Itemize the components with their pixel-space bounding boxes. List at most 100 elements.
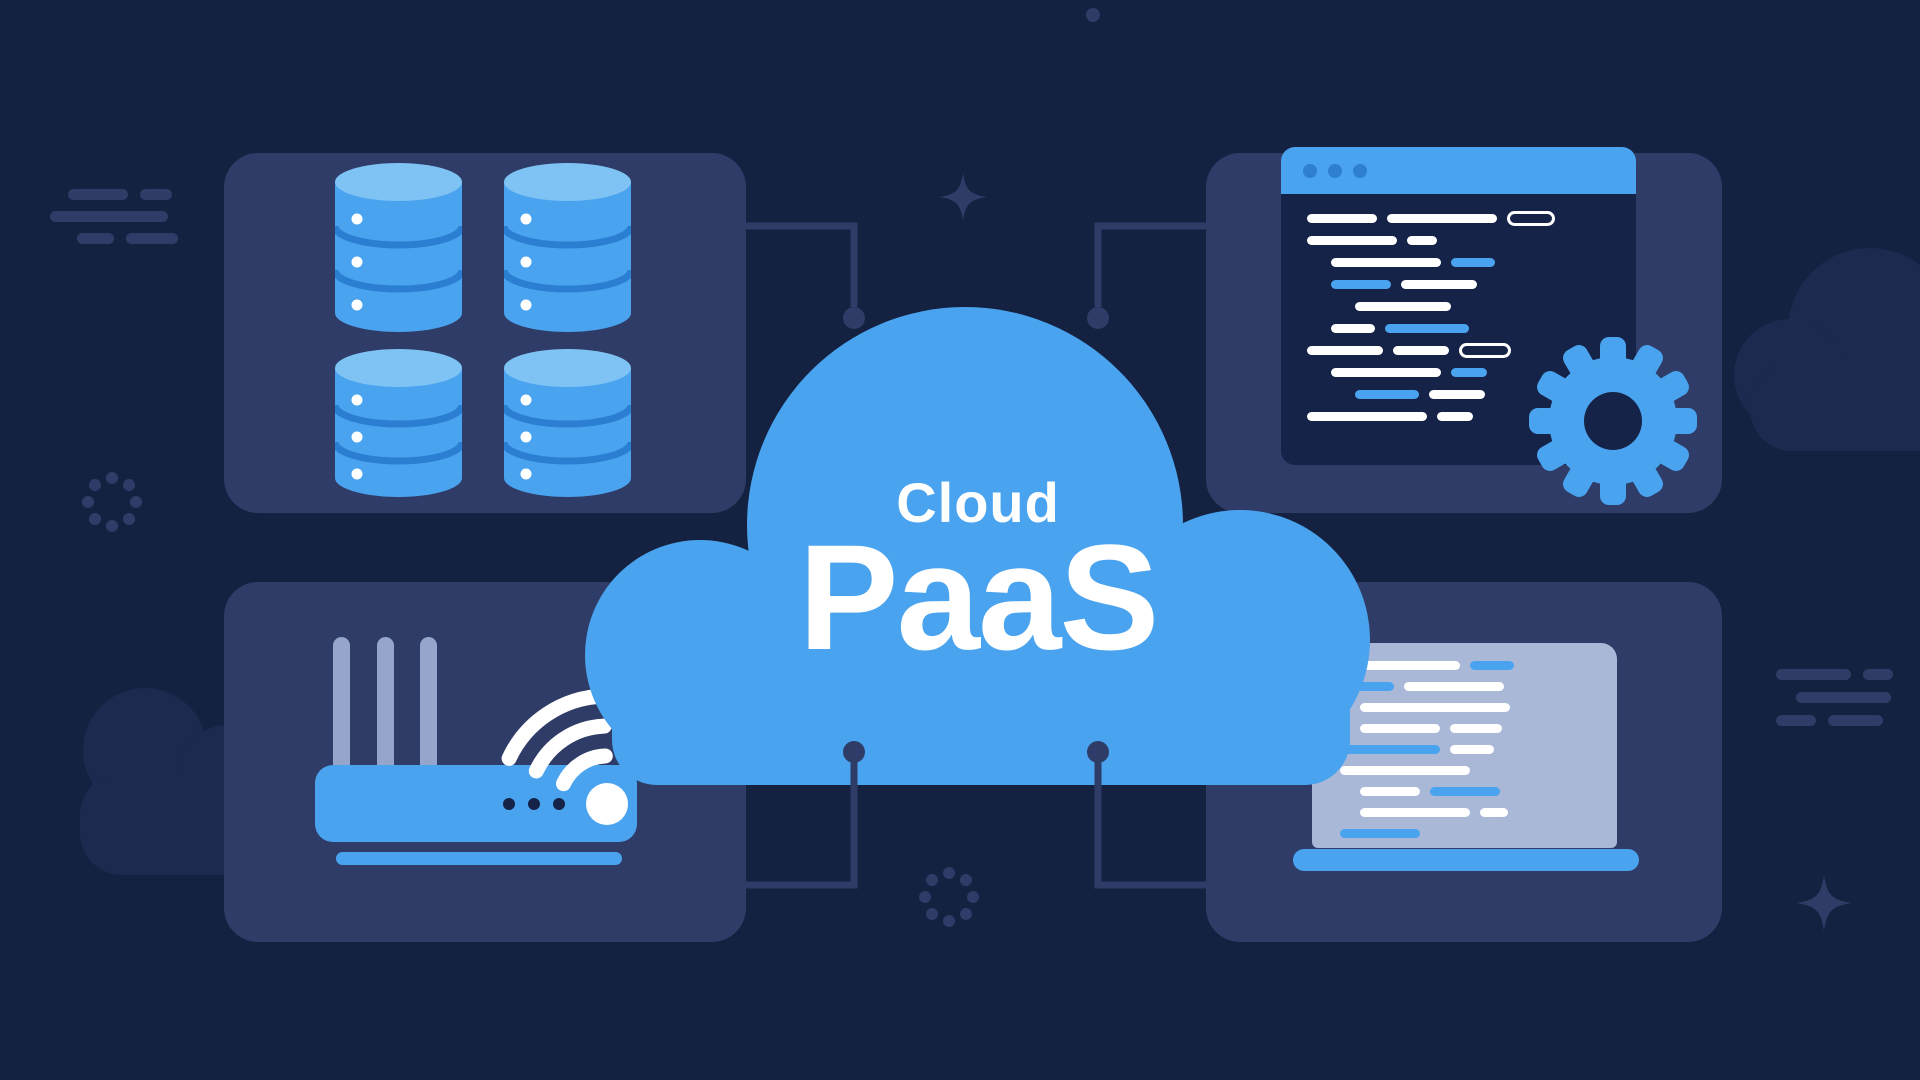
- code-segment: [1331, 368, 1441, 377]
- code-segment: [1459, 343, 1511, 358]
- code-segment: [1480, 808, 1508, 817]
- cloud-silhouette-right: [1734, 248, 1920, 451]
- database-icon: [504, 163, 631, 332]
- code-line: [1307, 343, 1610, 358]
- code-line: [1340, 829, 1589, 838]
- code-segment: [1307, 412, 1427, 421]
- code-segment: [1450, 724, 1502, 733]
- code-line: [1307, 211, 1610, 226]
- window-titlebar: [1281, 147, 1636, 194]
- antenna-icon: [377, 637, 394, 782]
- window-dot-icon: [1353, 163, 1367, 178]
- code-segment: [1451, 368, 1487, 377]
- router-wifi-icon: [315, 765, 637, 842]
- panel-code: [1206, 147, 1722, 513]
- database-icon: [335, 349, 462, 497]
- dot-accent: [1086, 8, 1100, 22]
- code-segment: [1451, 258, 1495, 267]
- speed-lines-icon: [1776, 715, 1816, 726]
- dots-flower-icon: [82, 472, 142, 532]
- router-base: [336, 852, 622, 865]
- sparkle-icon: [1796, 875, 1852, 931]
- sparkle-icon: [939, 173, 987, 221]
- code-segment: [1360, 724, 1440, 733]
- router-dot-icon: [553, 798, 565, 810]
- cloud-label: Cloud: [896, 471, 1060, 534]
- database-icon: [504, 349, 631, 497]
- cloud-shape: Cloud PaaS: [578, 286, 1378, 786]
- dots-flower-icon: [919, 867, 979, 927]
- gear-icon: [1529, 337, 1697, 505]
- speed-lines-icon: [126, 233, 178, 244]
- code-segment: [1307, 236, 1397, 245]
- code-segment: [1307, 346, 1383, 355]
- code-segment: [1355, 302, 1451, 311]
- code-segment: [1360, 703, 1510, 712]
- code-segment: [1387, 214, 1497, 223]
- speed-lines-icon: [1796, 692, 1891, 703]
- code-line: [1360, 724, 1589, 733]
- code-segment: [1429, 390, 1485, 399]
- code-line: [1307, 412, 1610, 421]
- router-led-icon: [586, 783, 628, 825]
- code-segment: [1340, 682, 1394, 691]
- code-segment: [1404, 682, 1504, 691]
- router-dot-icon: [503, 798, 515, 810]
- code-segment: [1470, 661, 1514, 670]
- window-dot-icon: [1328, 163, 1342, 178]
- database-icon: [335, 163, 462, 332]
- router-dot-icon: [528, 798, 540, 810]
- code-segment: [1331, 324, 1375, 333]
- antenna-icon: [420, 637, 437, 782]
- code-line: [1340, 766, 1589, 775]
- code-line: [1331, 280, 1610, 289]
- code-segment: [1401, 280, 1477, 289]
- speed-lines-icon: [1828, 715, 1883, 726]
- speed-lines-icon: [77, 233, 114, 244]
- paas-title: PaaS: [798, 513, 1160, 681]
- code-segment: [1507, 211, 1555, 226]
- code-line: [1355, 302, 1610, 311]
- laptop-base: [1293, 849, 1639, 871]
- antenna-icon: [333, 637, 350, 782]
- code-line: [1360, 787, 1589, 796]
- panel-databases: [224, 153, 746, 513]
- code-line: [1307, 236, 1610, 245]
- code-line: [1340, 661, 1589, 670]
- code-segment: [1331, 280, 1391, 289]
- speed-lines-icon: [68, 189, 128, 200]
- code-segment: [1430, 787, 1500, 796]
- code-segment: [1393, 346, 1449, 355]
- window-dot-icon: [1303, 163, 1317, 178]
- code-segment: [1340, 829, 1420, 838]
- code-window-icon: [1281, 147, 1636, 465]
- code-segment: [1450, 745, 1494, 754]
- wifi-icon: [501, 688, 613, 792]
- speed-lines-icon: [1863, 669, 1893, 680]
- code-segment: [1437, 412, 1473, 421]
- code-segment: [1385, 324, 1469, 333]
- code-segment: [1360, 808, 1470, 817]
- code-segment: [1331, 258, 1441, 267]
- code-segment: [1340, 661, 1460, 670]
- code-segment: [1360, 787, 1420, 796]
- code-line: [1340, 682, 1589, 691]
- speed-lines-icon: [140, 189, 172, 200]
- code-segment: [1340, 766, 1470, 775]
- code-segment: [1307, 214, 1377, 223]
- code-line: [1331, 258, 1610, 267]
- laptop-code-icon: [1312, 643, 1617, 848]
- code-line: [1355, 390, 1610, 399]
- code-line: [1331, 368, 1610, 377]
- cloud-icon: [585, 307, 1370, 785]
- code-segment: [1355, 390, 1419, 399]
- code-segment: [1340, 745, 1440, 754]
- code-segment: [1407, 236, 1437, 245]
- code-line: [1331, 324, 1610, 333]
- code-line: [1360, 808, 1589, 817]
- speed-lines-icon: [1776, 669, 1851, 680]
- speed-lines-icon: [50, 211, 168, 222]
- code-lines: [1281, 194, 1636, 421]
- code-line: [1360, 703, 1589, 712]
